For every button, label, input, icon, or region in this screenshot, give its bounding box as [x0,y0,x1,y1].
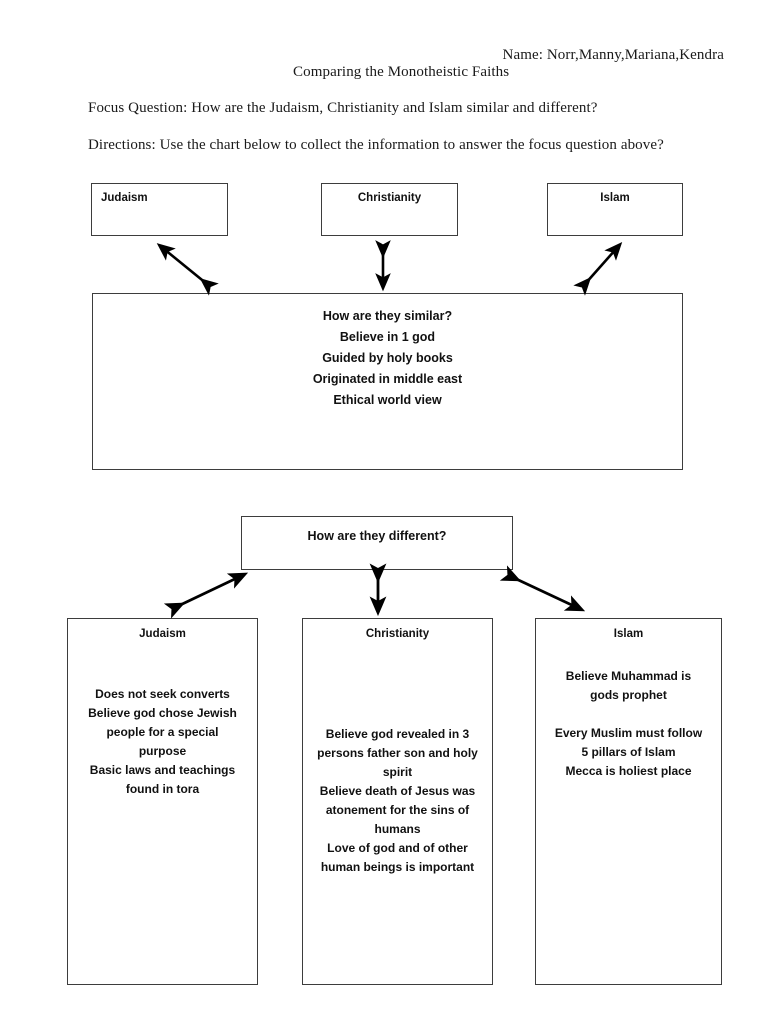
top-box-judaism: Judaism [91,183,228,236]
detail-line: spirit [382,765,413,779]
differences-heading: How are they different? [307,529,447,543]
student-name-line: Name: Norr,Manny,Mariana,Kendra [502,47,724,63]
similarities-heading: How are they similar? [322,309,453,323]
detail-line: Believe death of Jesus was [319,784,476,798]
detail-line: human beings is important [320,860,475,874]
detail-line: Believe Muhammad is [565,669,692,683]
detail-line: gods prophet [590,688,667,702]
detail-line: humans [374,822,421,836]
detail-line: Mecca is holiest place [565,764,692,778]
bottom-box-judaism-title: Judaism [139,628,186,640]
similarities-line: Ethical world view [333,393,442,407]
bottom-box-judaism-content: Does not seek converts Believe god chose… [68,641,257,799]
similarities-content: How are they similar? Believe in 1 god G… [93,294,682,411]
bottom-box-islam-content: Believe Muhammad is gods prophet Every M… [536,641,721,781]
differences-content: How are they different? [242,517,512,546]
detail-line: Believe god chose Jewish [88,706,237,720]
bottom-box-christianity: Christianity Believe god revealed in 3 p… [302,618,493,985]
top-box-islam-title: Islam [600,192,630,204]
detail-line: persons father son and holy [317,746,478,760]
double-arrow-islam-similar [573,241,623,296]
detail-line: atonement for the sins of [325,803,470,817]
page-title: Comparing the Monotheistic Faiths [293,64,510,80]
detail-line: Does not seek converts [95,687,230,701]
top-box-islam: Islam [547,183,683,236]
differences-box: How are they different? [241,516,513,570]
detail-line: Believe god revealed in 3 [325,727,470,741]
bottom-box-islam: Islam Believe Muhammad is gods prophet E… [535,618,722,985]
detail-line: 5 pillars of Islam [581,745,676,759]
detail-line: Love of god and of other [327,841,468,855]
similarities-line: Originated in middle east [312,372,463,386]
directions-line: Directions: Use the chart below to colle… [88,137,664,153]
top-box-christianity: Christianity [321,183,458,236]
bottom-box-judaism: Judaism Does not seek converts Believe g… [67,618,258,985]
blank-line [544,705,713,724]
similarities-box: How are they similar? Believe in 1 god G… [92,293,683,470]
double-arrow-different-judaism [163,572,249,619]
detail-line: people for a special [106,725,219,739]
top-box-judaism-title: Judaism [101,192,148,204]
detail-line: Every Muslim must follow [554,726,703,740]
detail-line: purpose [138,744,187,758]
focus-question-line: Focus Question: How are the Judaism, Chr… [88,100,598,116]
double-arrow-different-islam [499,565,586,612]
bottom-box-islam-title: Islam [613,628,644,640]
double-arrow-judaism-similar [156,243,219,296]
detail-line: found in tora [125,782,200,796]
similarities-line: Guided by holy books [322,351,453,365]
detail-line: Basic laws and teachings [89,763,236,777]
bottom-box-christianity-content: Believe god revealed in 3 persons father… [303,641,492,877]
similarities-line: Believe in 1 god [339,330,436,344]
bottom-box-christianity-title: Christianity [365,628,430,640]
top-box-christianity-title: Christianity [357,192,422,204]
